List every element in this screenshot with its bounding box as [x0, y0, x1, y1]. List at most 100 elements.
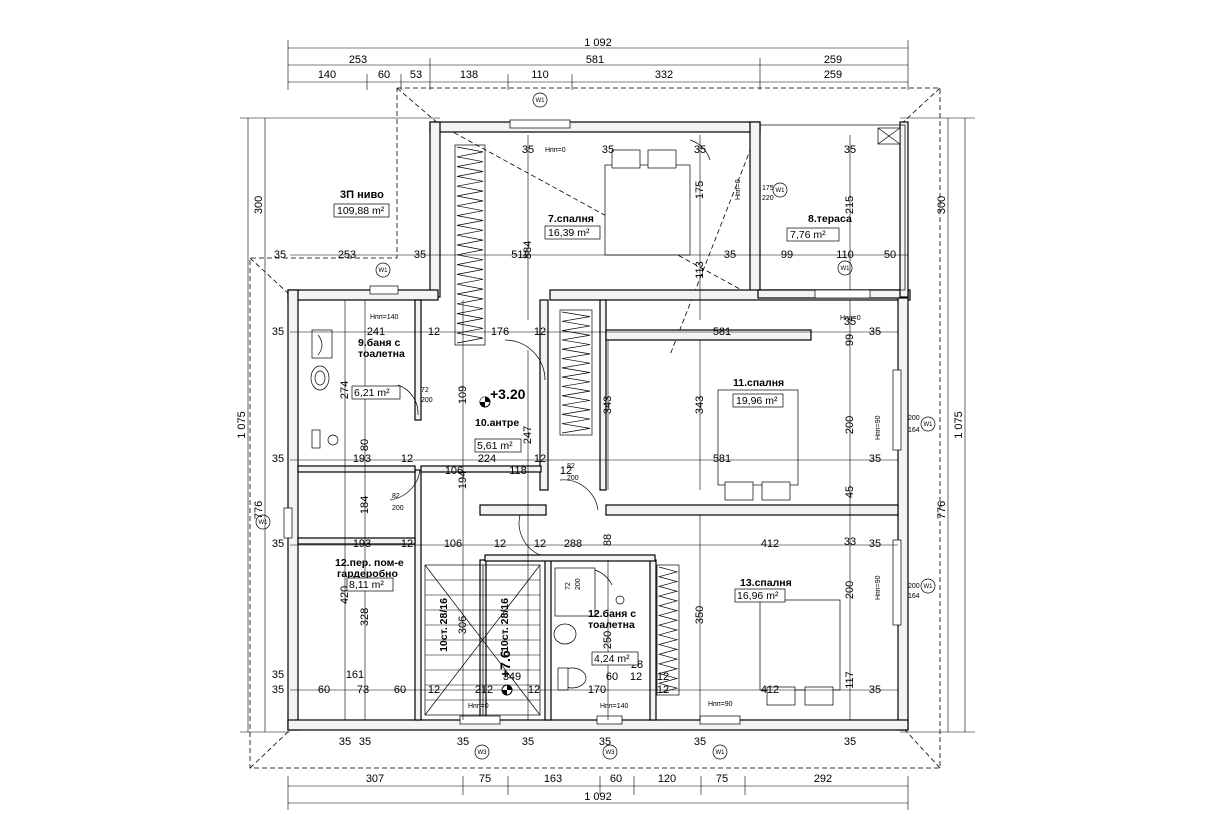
svg-text:60: 60	[318, 684, 330, 696]
dim-bot-60: 60	[610, 773, 622, 785]
svg-text:113: 113	[694, 261, 706, 279]
svg-text:Hпп=0: Hпп=0	[840, 315, 861, 322]
svg-text:W1: W1	[841, 266, 851, 272]
svg-text:200: 200	[421, 397, 433, 404]
svg-text:343: 343	[694, 396, 706, 414]
svg-text:35: 35	[869, 684, 881, 696]
svg-text:88: 88	[602, 534, 614, 546]
dim-bot-75: 75	[479, 773, 491, 785]
svg-text:241: 241	[367, 326, 385, 338]
svg-text:106: 106	[445, 465, 463, 477]
svg-text:412: 412	[761, 684, 779, 696]
elevation-markers: +3.20 +7.6	[479, 386, 526, 696]
dim-bot-120: 120	[658, 773, 676, 785]
svg-text:35: 35	[339, 736, 351, 748]
svg-text:212: 212	[475, 684, 493, 696]
svg-text:200: 200	[844, 416, 856, 434]
svg-text:33: 33	[844, 536, 856, 548]
svg-text:200: 200	[908, 415, 920, 422]
bottom-dimensions: 307 75 163 60 120 75 292 1 092	[287, 773, 909, 810]
dim-bot-292: 292	[814, 773, 832, 785]
svg-text:35: 35	[272, 453, 284, 465]
dim-bot-total: 1 092	[584, 791, 612, 803]
stair-label-2: 10ст. 28/16	[499, 598, 511, 652]
svg-text:175: 175	[694, 181, 706, 199]
svg-text:Hпп=90: Hпп=90	[875, 575, 882, 600]
dim-top-138: 138	[460, 69, 478, 81]
dim-top-253: 253	[349, 54, 367, 66]
bed-room-13	[759, 599, 841, 706]
roof-outline	[249, 87, 941, 769]
bed-room-7	[604, 149, 691, 256]
svg-text:Hпп=0: Hпп=0	[545, 147, 566, 154]
svg-text:224: 224	[478, 453, 496, 465]
svg-text:35: 35	[869, 538, 881, 550]
bath-fixtures-12	[553, 567, 625, 691]
svg-text:35: 35	[694, 144, 706, 156]
svg-text:12: 12	[560, 465, 572, 477]
svg-text:118: 118	[509, 465, 527, 477]
svg-text:12: 12	[494, 538, 506, 550]
svg-text:99: 99	[844, 334, 856, 346]
room-12a-name-2: гардеробно	[337, 568, 398, 580]
room-9-name-1: 9.баня с	[358, 337, 400, 349]
svg-text:200: 200	[844, 581, 856, 599]
svg-text:161: 161	[346, 669, 364, 681]
svg-text:328: 328	[359, 608, 371, 626]
left-dimensions: 1 075 300 776	[236, 117, 440, 733]
svg-text:35: 35	[869, 453, 881, 465]
svg-text:274: 274	[339, 381, 351, 399]
svg-text:35: 35	[522, 736, 534, 748]
svg-text:60: 60	[606, 671, 618, 683]
room-9-area: 6,21 m²	[354, 387, 390, 399]
svg-text:200: 200	[567, 475, 579, 482]
stair-mark: +7.6	[497, 650, 513, 678]
terrace-outline	[759, 124, 906, 291]
svg-text:50: 50	[884, 249, 896, 261]
top-dimensions: 1 092 253 581 259 140 60 53 138 110 332 …	[287, 37, 909, 90]
svg-text:164: 164	[908, 427, 920, 434]
svg-text:35: 35	[844, 144, 856, 156]
room-10-area: 5,61 m²	[477, 440, 513, 452]
svg-text:247: 247	[522, 426, 534, 444]
svg-text:W1: W1	[536, 98, 546, 104]
svg-text:35: 35	[694, 736, 706, 748]
svg-text:60: 60	[394, 684, 406, 696]
svg-text:200: 200	[392, 505, 404, 512]
level-label: 3П ниво	[340, 189, 384, 201]
svg-text:W3: W3	[478, 750, 488, 756]
dim-right-776: 776	[936, 501, 948, 519]
svg-text:253: 253	[338, 249, 356, 261]
interior-dims: 35 253 35 511 35 99 110 50 35 241 12 176…	[272, 144, 896, 748]
svg-text:35: 35	[724, 249, 736, 261]
svg-text:12: 12	[401, 538, 413, 550]
svg-text:12: 12	[528, 684, 540, 696]
bath-fixtures-9	[310, 329, 339, 449]
svg-text:12: 12	[401, 453, 413, 465]
svg-text:349: 349	[503, 671, 521, 683]
svg-text:W1: W1	[379, 268, 389, 274]
svg-text:12: 12	[657, 684, 669, 696]
svg-text:12: 12	[630, 671, 642, 683]
wardrobes	[454, 144, 680, 696]
svg-text:250: 250	[602, 631, 614, 649]
dim-top-259: 259	[824, 54, 842, 66]
room-8-name: 8.тераса	[808, 213, 852, 225]
svg-text:Hпп=90: Hпп=90	[708, 701, 733, 708]
svg-text:35: 35	[414, 249, 426, 261]
svg-text:Hпп=140: Hпп=140	[600, 703, 629, 710]
svg-text:72: 72	[421, 387, 429, 394]
dim-left-300: 300	[253, 196, 265, 214]
svg-text:Hпп=140: Hпп=140	[370, 314, 399, 321]
svg-text:35: 35	[272, 684, 284, 696]
svg-text:W1: W1	[924, 584, 934, 590]
dim-top-total: 1 092	[584, 37, 612, 49]
svg-text:35: 35	[599, 736, 611, 748]
svg-text:35: 35	[272, 538, 284, 550]
dim-left-776: 776	[253, 501, 265, 519]
svg-text:35: 35	[359, 736, 371, 748]
window-tags: W1 W1 W1 W1 W1 W3 W3 W1 W1 W1	[255, 92, 936, 760]
elevation-mark: +3.20	[490, 386, 526, 402]
interior-dim-lines	[290, 135, 908, 720]
svg-text:W1: W1	[716, 750, 726, 756]
